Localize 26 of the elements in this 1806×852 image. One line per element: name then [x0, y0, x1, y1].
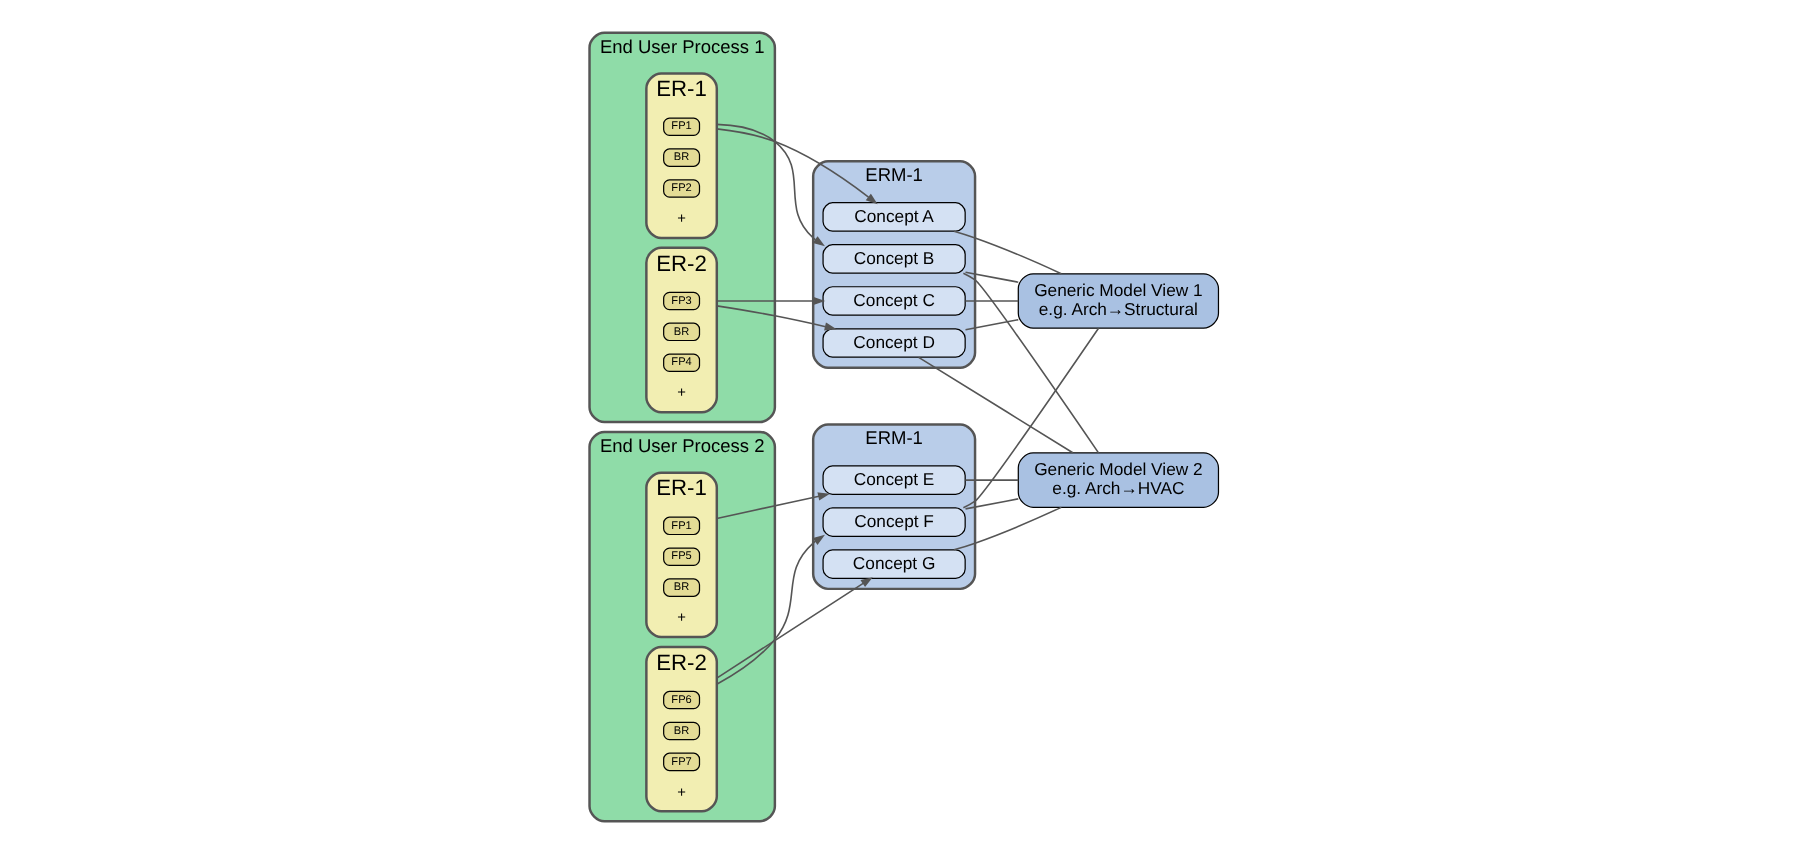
connector	[963, 497, 1019, 509]
connector	[952, 229, 1062, 274]
connector	[961, 271, 1099, 453]
node-box: Concept A	[821, 201, 965, 231]
arrow	[715, 533, 824, 685]
node-box: Generic Model View 2 e.g. Arch→HVAC	[1016, 451, 1219, 507]
arrow	[715, 122, 824, 246]
arrow	[715, 295, 825, 305]
node-box: Generic Model View 1 e.g. Arch→Structural	[1016, 272, 1219, 328]
connector	[952, 505, 1062, 550]
node-box: Concept G	[821, 548, 965, 578]
node-box: Concept F	[821, 506, 965, 536]
connector	[963, 270, 1019, 283]
node-box: Concept C	[821, 285, 965, 315]
arrow	[715, 127, 877, 204]
connector	[961, 326, 1099, 508]
arrow	[715, 576, 872, 678]
node-box: Concept E	[821, 464, 965, 494]
node-box: Concept D	[821, 327, 965, 357]
arrow	[715, 491, 829, 519]
connector	[963, 299, 1019, 301]
connector	[916, 355, 1073, 453]
node-box: Concept B	[821, 243, 965, 273]
connector	[963, 317, 1019, 330]
connector	[963, 478, 1019, 480]
arrow	[715, 304, 836, 330]
